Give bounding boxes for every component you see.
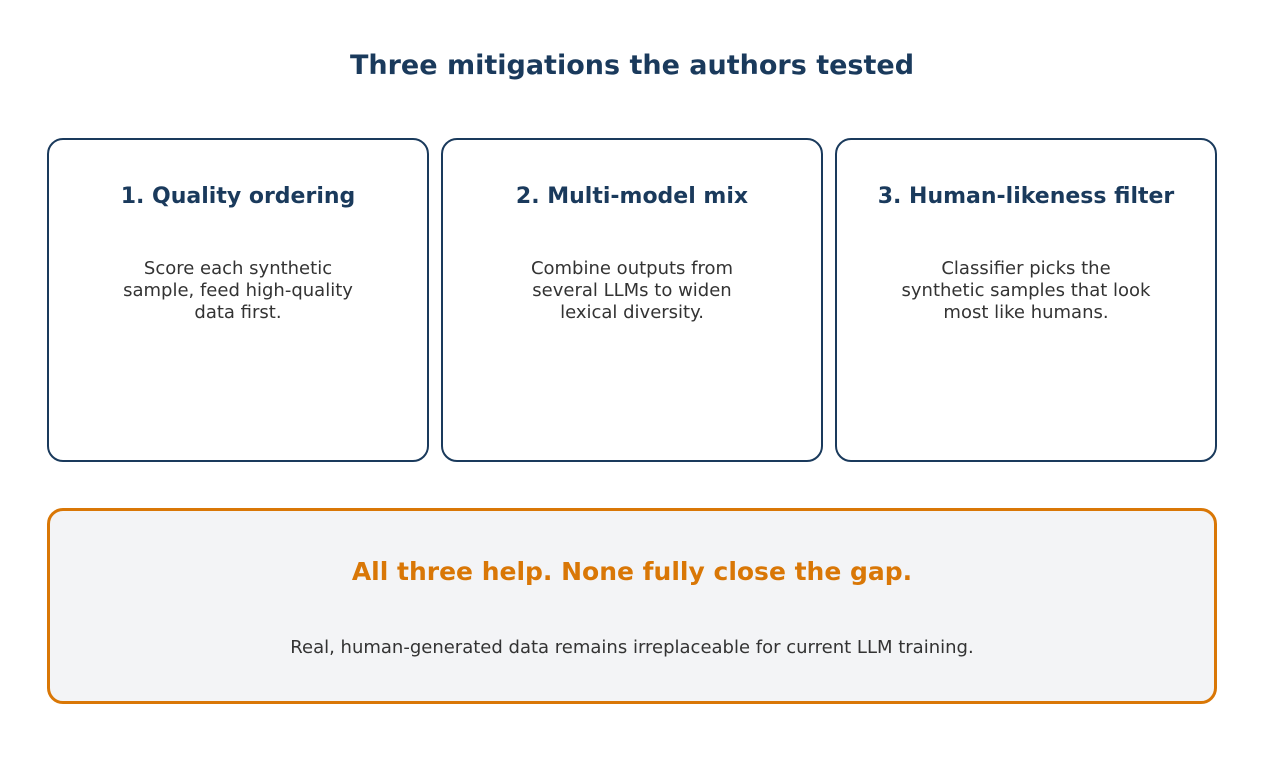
summary-box: All three help. None fully close the gap… — [47, 508, 1217, 704]
mitigation-card-multi-model-mix: 2. Multi-model mix Combine outputs from … — [441, 138, 823, 462]
summary-body: Real, human-generated data remains irrep… — [290, 637, 974, 658]
summary-title: All three help. None fully close the gap… — [351, 557, 913, 586]
card-title: 2. Multi-model mix — [515, 184, 749, 209]
card-description: Classifier picks the synthetic samples t… — [901, 258, 1151, 323]
card-description: Score each synthetic sample, feed high-q… — [123, 258, 353, 323]
mitigation-card-human-likeness-filter: 3. Human-likeness filter Classifier pick… — [835, 138, 1217, 462]
card-description: Combine outputs from several LLMs to wid… — [530, 258, 734, 323]
card-title: 1. Quality ordering — [120, 184, 356, 209]
page-title: Three mitigations the authors tested — [349, 50, 915, 81]
mitigation-card-quality-ordering: 1. Quality ordering Score each synthetic… — [47, 138, 429, 462]
card-title: 3. Human-likeness filter — [877, 184, 1175, 209]
